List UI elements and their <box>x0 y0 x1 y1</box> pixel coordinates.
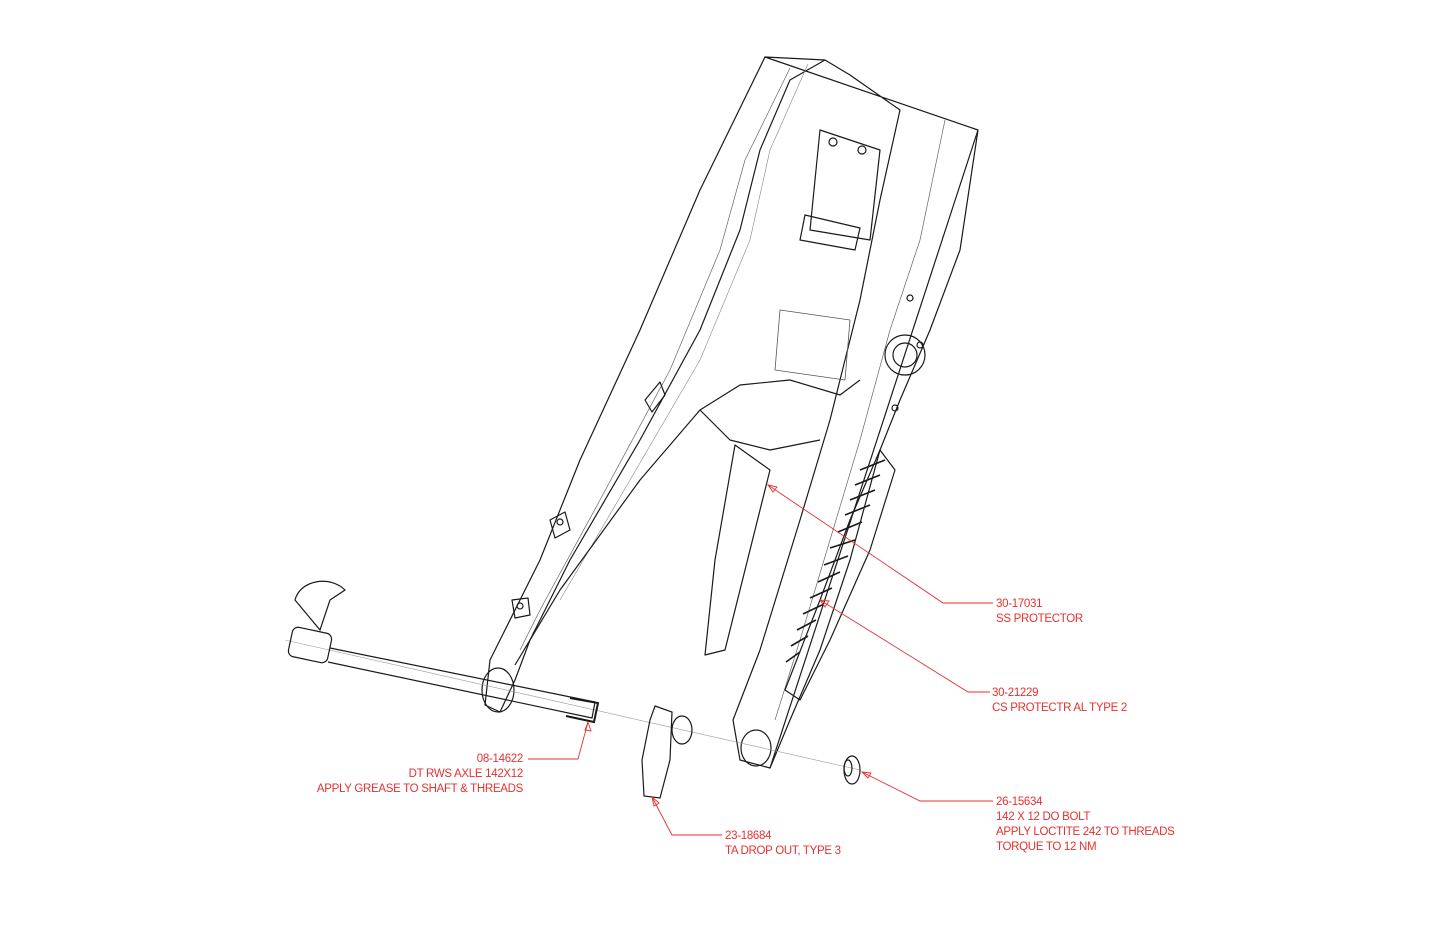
rear-triangle-frame <box>481 56 979 769</box>
part-description: DT RWS AXLE 142X12 <box>408 768 524 780</box>
part-number: 23-18684 <box>725 830 772 842</box>
dropout-part <box>641 705 693 799</box>
part-number: 30-17031 <box>996 598 1043 610</box>
callout-dropout: 23-18684 TA DROP OUT, TYPE 3 <box>725 829 841 859</box>
callout-ss-protector: 30-17031 SS PROTECTOR <box>996 597 1083 627</box>
part-description: 142 X 12 DO BOLT <box>996 811 1091 823</box>
part-description: SS PROTECTOR <box>996 613 1083 625</box>
part-description: CS PROTECTR AL TYPE 2 <box>992 702 1127 714</box>
callout-bolt: 26-15634 142 X 12 DO BOLT APPLY LOCTITE … <box>996 795 1175 855</box>
part-description: TA DROP OUT, TYPE 3 <box>725 845 841 857</box>
callout-axle: 08-14622 DT RWS AXLE 142X12 APPLY GREASE… <box>317 752 523 797</box>
callout-cs-protector: 30-21229 CS PROTECTR AL TYPE 2 <box>992 686 1127 716</box>
thru-axle <box>287 580 600 724</box>
leader-lines <box>528 484 993 836</box>
dropout-bolt <box>843 755 861 785</box>
part-number: 08-14622 <box>476 753 524 765</box>
part-number: 26-15634 <box>996 796 1043 808</box>
part-number: 30-21229 <box>992 687 1039 699</box>
part-torque-note: TORQUE TO 12 NM <box>996 841 1097 853</box>
part-note: APPLY GREASE TO SHAFT & THREADS <box>316 783 523 795</box>
chainstay-protector <box>784 449 896 701</box>
part-note: APPLY LOCTITE 242 TO THREADS <box>996 826 1175 838</box>
